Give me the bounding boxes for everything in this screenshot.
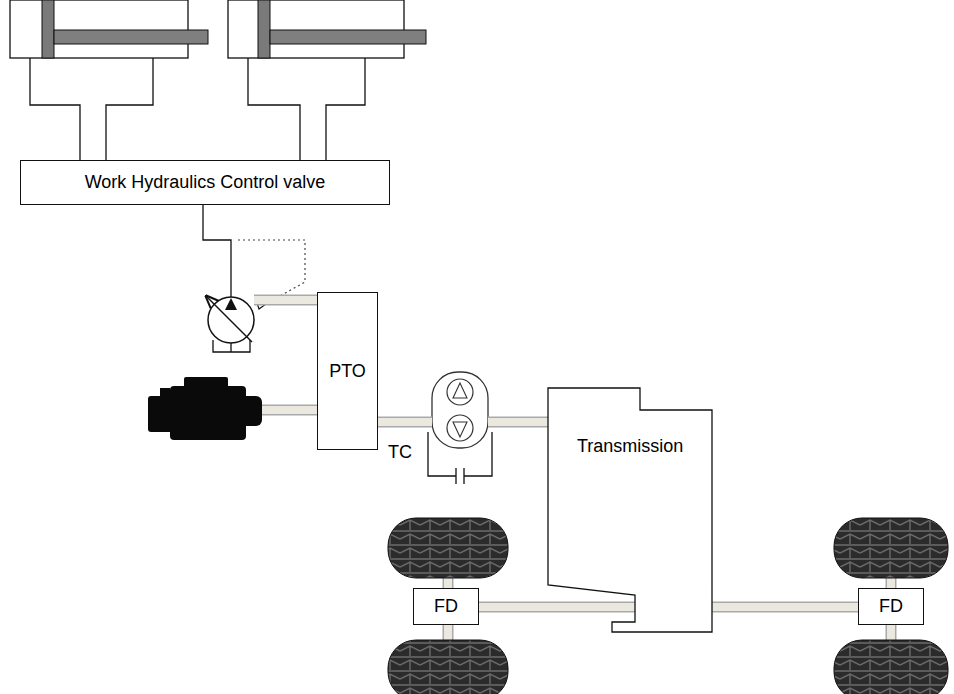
hydraulic-cylinder xyxy=(228,0,426,160)
node-label: Transmission xyxy=(577,436,683,457)
final-drive-box: FD xyxy=(858,588,924,625)
variable-pump-symbol xyxy=(203,205,305,352)
shaft-outline xyxy=(712,602,858,613)
torque-converter: TC xyxy=(432,372,488,448)
node-label: FD xyxy=(434,596,458,617)
pto-box: PTO xyxy=(317,292,378,450)
shaft-fill xyxy=(488,418,548,426)
control-valve-box: Work Hydraulics Control valve xyxy=(20,160,390,205)
drive-shaft xyxy=(479,607,635,608)
shaft-outline xyxy=(488,417,548,428)
node-label: PTO xyxy=(329,361,366,382)
transmission-box: Transmission xyxy=(548,388,712,632)
node-label: TC xyxy=(388,442,412,463)
final-drive-box: FD xyxy=(413,588,479,625)
engine-icon xyxy=(148,377,262,440)
hydraulic-cylinder xyxy=(10,0,208,160)
torque-converter-symbol xyxy=(428,372,492,484)
shaft-outline xyxy=(378,417,432,428)
drive-shaft xyxy=(488,422,548,423)
shaft-fill xyxy=(378,418,432,426)
drive-shaft xyxy=(712,607,858,608)
shaft-outline xyxy=(479,602,635,613)
node-label: FD xyxy=(879,596,903,617)
drive-shaft xyxy=(378,422,432,423)
node-label: Work Hydraulics Control valve xyxy=(85,172,326,193)
shaft-fill xyxy=(712,603,858,611)
shaft-fill xyxy=(479,603,635,611)
transmission-outline xyxy=(548,388,712,632)
